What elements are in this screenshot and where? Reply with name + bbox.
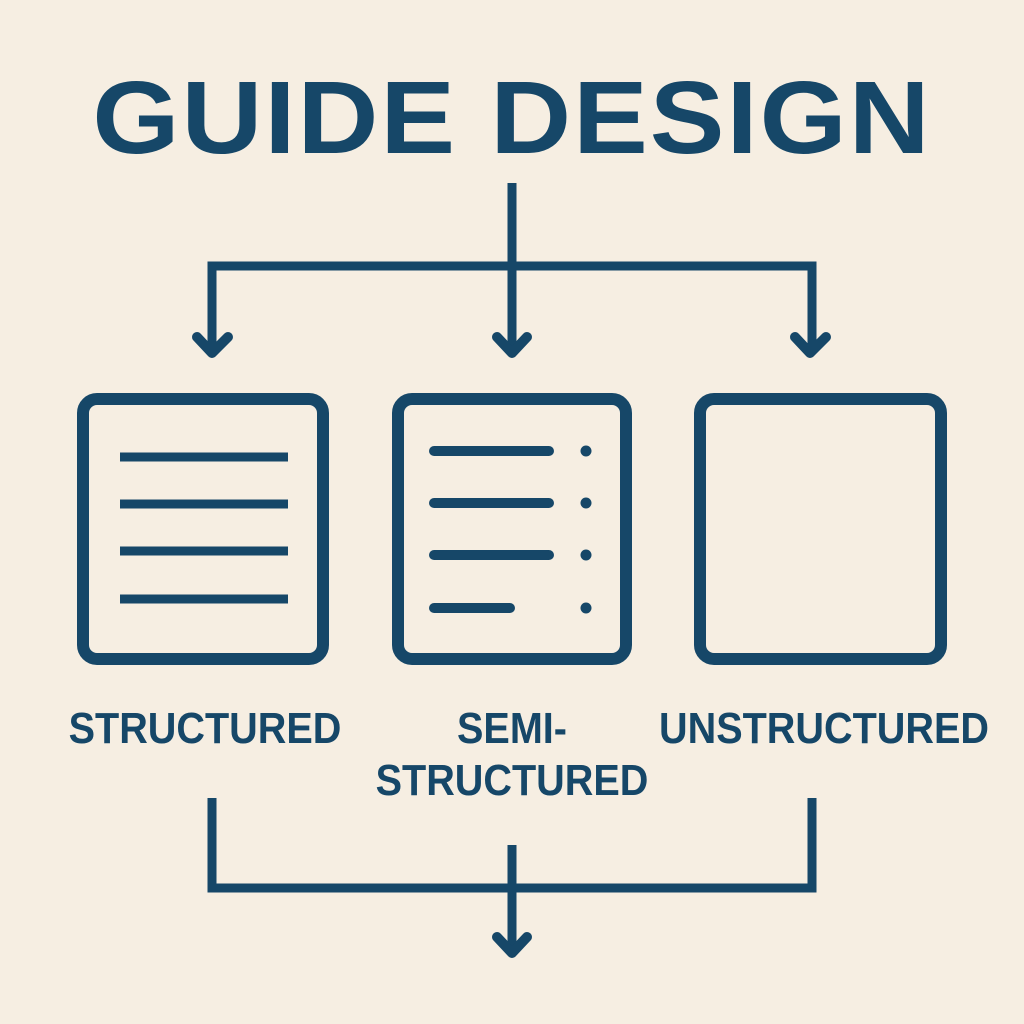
- arrow-down-icon: [790, 332, 831, 358]
- label-text: STRUCTURED: [68, 704, 342, 753]
- blank-document-icon: [694, 393, 947, 665]
- arrow-down-icon: [192, 332, 233, 358]
- list-with-bullets-document-icon: [392, 393, 632, 665]
- diagram-title: GUIDE DESIGN: [92, 60, 932, 176]
- lined-document-icon: [77, 393, 329, 665]
- arrow-down-icon: [492, 332, 532, 358]
- split-connector: [207, 183, 817, 352]
- label-text-line2: STRUCTURED: [375, 756, 649, 805]
- merge-connector: [207, 798, 817, 950]
- arrow-down-icon: [492, 932, 532, 958]
- category-label-unstructured: UNSTRUCTURED: [658, 703, 989, 755]
- category-label-semi-structured: SEMI- STRUCTURED: [368, 703, 656, 807]
- label-text: UNSTRUCTURED: [659, 704, 989, 753]
- category-label-structured: STRUCTURED: [61, 703, 349, 755]
- label-text-line1: SEMI-: [456, 704, 567, 753]
